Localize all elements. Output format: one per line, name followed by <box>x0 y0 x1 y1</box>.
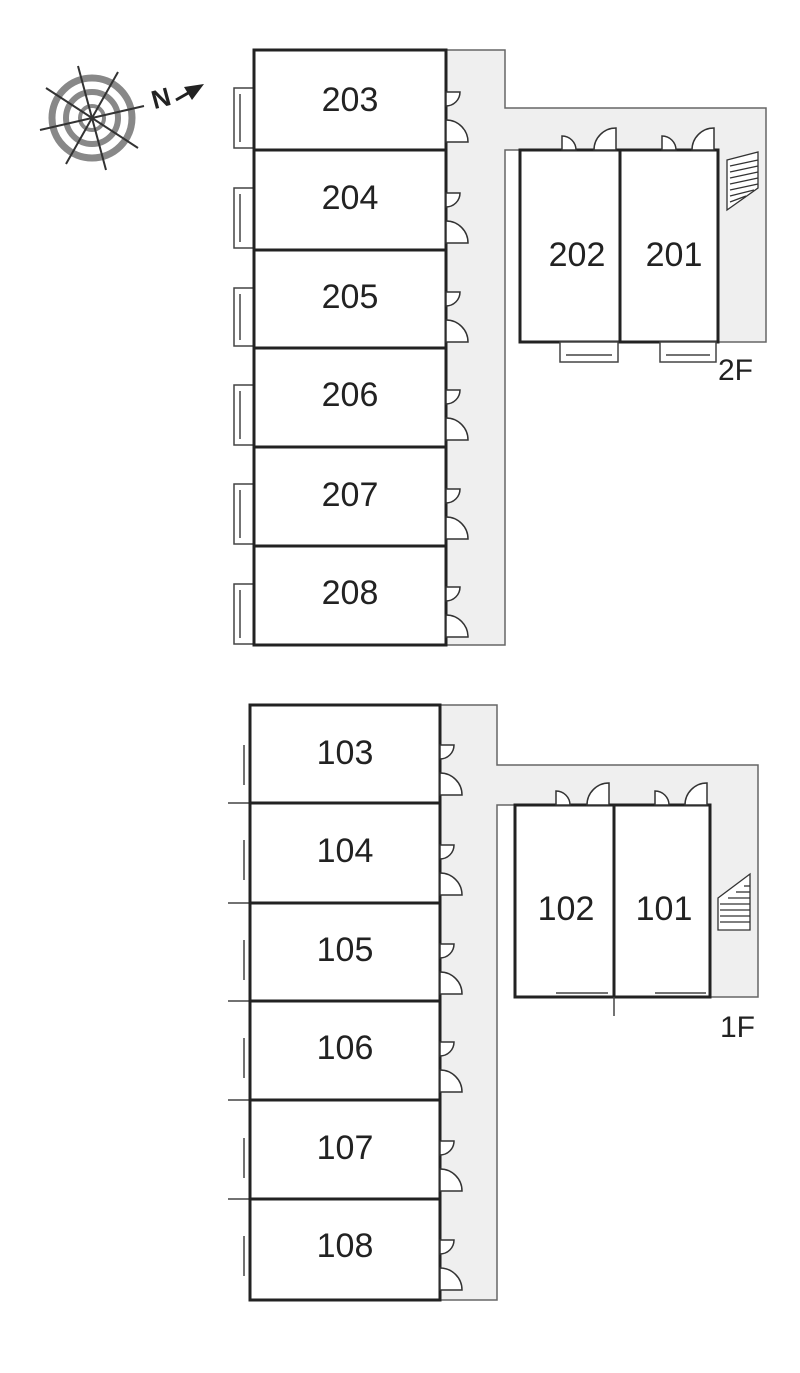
doors-1f-right <box>555 782 708 806</box>
room-label: 107 <box>317 1129 374 1167</box>
room-label: 206 <box>322 376 379 414</box>
balconies-2f-right <box>559 341 717 363</box>
room-label: 201 <box>646 236 703 274</box>
room-block-2f-right <box>518 148 720 344</box>
doors-1f-left <box>439 744 463 1291</box>
room-label: 102 <box>538 890 595 928</box>
room-205[interactable] <box>252 248 448 350</box>
room-label: 207 <box>322 476 379 514</box>
room-label: 203 <box>322 81 379 119</box>
wall-ticks-1f <box>228 745 250 1276</box>
room-203[interactable] <box>252 48 448 152</box>
room-label: 208 <box>322 574 379 612</box>
room-label: 104 <box>317 832 374 870</box>
stairs-icon <box>726 151 759 212</box>
balconies-2f <box>233 87 257 645</box>
floor-2f: 203 204 205 206 207 208 202 201 2F <box>233 48 767 647</box>
room-208[interactable] <box>252 544 448 647</box>
room-labels-1f: 103 104 105 106 107 108 102 101 <box>317 734 693 1265</box>
room-block-2f-left <box>252 48 448 647</box>
stairs-icon <box>717 872 751 931</box>
room-label: 202 <box>549 236 606 274</box>
room-105[interactable] <box>248 901 442 1003</box>
room-label: 106 <box>317 1029 374 1067</box>
floor-label-1f: 1F <box>720 1011 755 1044</box>
compass-label: N <box>148 81 174 115</box>
room-103[interactable] <box>248 703 442 805</box>
room-label: 103 <box>317 734 374 772</box>
floor-1f: 103 104 105 106 107 108 102 101 1F <box>228 703 759 1302</box>
room-label: 101 <box>636 890 693 928</box>
room-label: 204 <box>322 179 379 217</box>
doors-2f-left <box>445 91 469 638</box>
room-label: 108 <box>317 1227 374 1265</box>
room-206[interactable] <box>252 346 448 449</box>
room-labels-2f: 203 204 205 206 207 208 202 201 <box>322 81 703 612</box>
room-block-1f-right <box>513 803 712 999</box>
doors-2f-right <box>561 127 715 151</box>
windows-1f-right <box>556 992 706 1016</box>
room-101[interactable] <box>612 803 712 999</box>
room-label: 205 <box>322 278 379 316</box>
room-108[interactable] <box>248 1197 442 1302</box>
room-label: 105 <box>317 931 374 969</box>
compass-icon: N <box>39 65 204 171</box>
room-106[interactable] <box>248 999 442 1102</box>
floor-label-2f: 2F <box>718 354 753 387</box>
room-block-1f-left <box>248 703 442 1302</box>
